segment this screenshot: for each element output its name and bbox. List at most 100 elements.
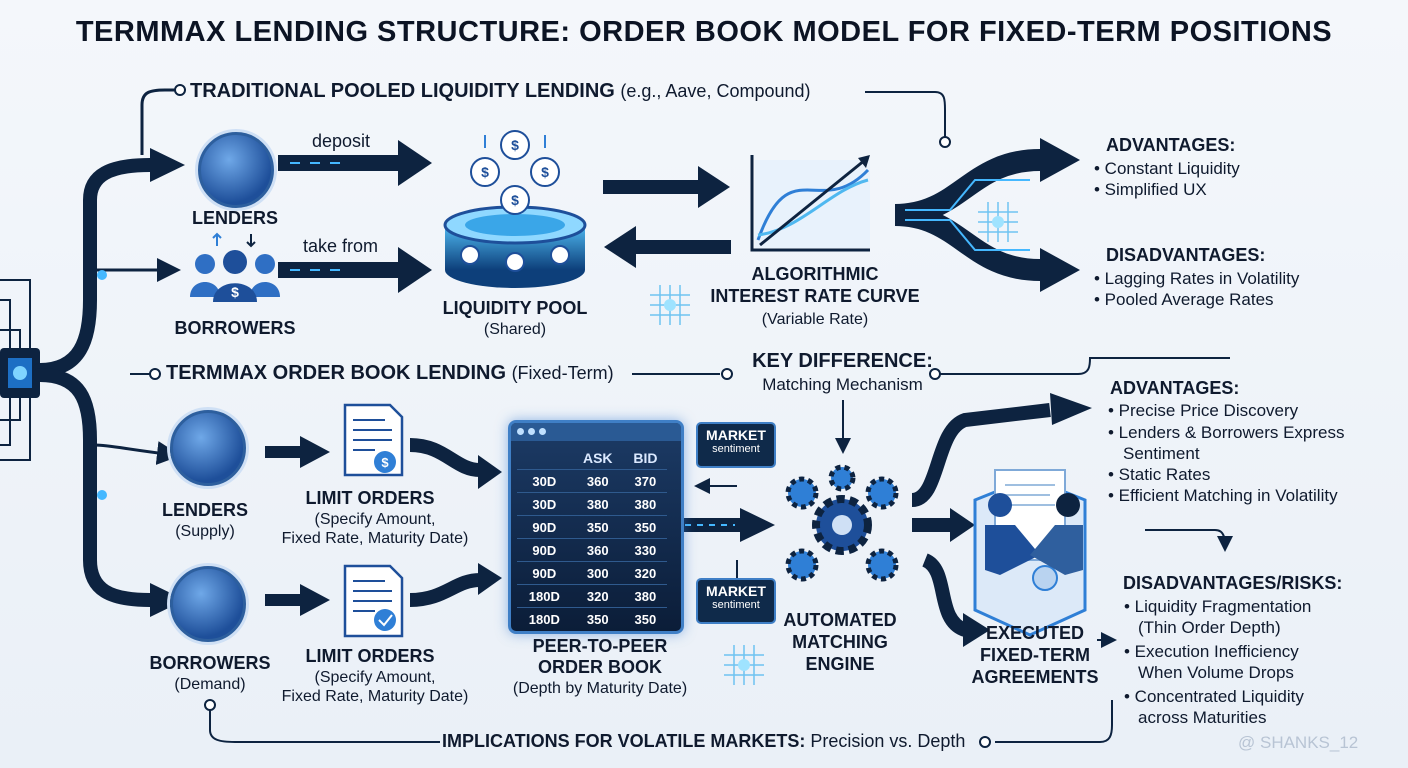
termmax-advantage-item: • Efficient Matching in Volatility: [1108, 486, 1338, 505]
term-cell: 90D: [517, 561, 572, 585]
traditional-heading-text: TRADITIONAL POOLED LIQUIDITY LENDING: [190, 80, 615, 102]
termmax-advantages-title: ADVANTAGES:: [1110, 378, 1240, 398]
svg-text:$: $: [511, 192, 519, 208]
ask-cell: 380: [571, 492, 624, 516]
ask-cell: 300: [571, 561, 624, 585]
window-dot-icon: [528, 428, 535, 435]
implications-bold: IMPLICATIONS FOR VOLATILE MARKETS:: [442, 731, 806, 751]
svg-text:$: $: [231, 284, 239, 300]
termmax-borrowers-sub: (Demand): [174, 676, 246, 693]
termmax-lenders-label: LENDERS: [161, 500, 248, 520]
termmax-risk-item: • Concentrated Liquidity: [1124, 687, 1304, 706]
term-cell: 90D: [517, 538, 572, 562]
term-cell: 180D: [517, 584, 572, 608]
traditional-disadvantage-item: • Lagging Rates in Volatility: [1094, 269, 1300, 288]
traditional-heading-sub: (e.g., Aave, Compound): [620, 81, 811, 101]
term-cell: 90D: [517, 515, 572, 539]
ask-cell: 320: [571, 584, 624, 608]
pool-title: LIQUIDITY POOL: [442, 298, 588, 318]
curve-subtitle: (Variable Rate): [761, 311, 869, 328]
svg-text:$: $: [381, 455, 389, 470]
pool-subtitle: (Shared): [483, 321, 547, 338]
termmax-risk-item: • Liquidity Fragmentation: [1124, 597, 1312, 616]
window-dot-icon: [539, 428, 546, 435]
term-cell: 30D: [517, 469, 572, 493]
watermark-text: @ SHANKS_12: [1238, 733, 1359, 752]
lender-person-icon: [170, 410, 246, 486]
bid-cell: 320: [623, 561, 667, 585]
termmax-advantage-item: Sentiment: [1123, 444, 1200, 463]
limit-orders-borrowers-sub-1: (Specify Amount,: [314, 669, 436, 686]
engine-title-1: AUTOMATED: [783, 610, 897, 630]
term-cell: 180D: [517, 607, 572, 630]
limit-orders-lenders-sub-1: (Specify Amount,: [314, 511, 436, 528]
traditional-advantage-item: • Simplified UX: [1094, 180, 1207, 199]
order-book-title-1: PEER-TO-PEER: [532, 636, 668, 656]
bid-cell: 380: [623, 584, 667, 608]
executed-title-2: FIXED-TERM: [980, 645, 1090, 665]
bid-cell: 330: [623, 538, 667, 562]
order-book-header-bid: BID: [633, 450, 658, 466]
key-difference-title: KEY DIFFERENCE:: [752, 350, 933, 372]
borrower-person-icon: [170, 566, 246, 642]
sentiment-label: sentiment: [712, 599, 760, 611]
ask-cell: 350: [571, 607, 624, 630]
page-title: TERMMAX LENDING STRUCTURE: ORDER BOOK MO…: [75, 16, 1333, 48]
liquidity-pool-icon: $$$$: [443, 130, 587, 288]
ask-cell: 360: [571, 469, 624, 493]
svg-text:$: $: [511, 137, 519, 153]
order-book-header-ask: ASK: [582, 450, 613, 466]
handshake-agreement-icon: [973, 469, 1087, 637]
termmax-risk-item: When Volume Drops: [1138, 663, 1294, 682]
termmax-advantage-item: • Static Rates: [1108, 465, 1211, 484]
traditional-lenders-label: LENDERS: [191, 208, 278, 228]
engine-title-2: MATCHING: [792, 632, 888, 652]
bid-cell: 350: [623, 607, 667, 630]
market-label: MARKET: [706, 427, 766, 443]
termmax-risk-item: • Execution Inefficiency: [1124, 642, 1299, 661]
section-traditional-heading: TRADITIONAL POOLED LIQUIDITY LENDING (e.…: [190, 80, 811, 103]
ask-cell: 350: [571, 515, 624, 539]
take-from-label: take from: [303, 236, 379, 256]
engine-title-3: ENGINE: [805, 654, 875, 674]
key-difference-subtitle: Matching Mechanism: [762, 375, 923, 394]
curve-title-line-1: ALGORITHMIC: [751, 264, 879, 284]
curve-title-line-2: INTEREST RATE CURVE: [710, 286, 920, 306]
bid-cell: 350: [623, 515, 667, 539]
traditional-advantages-title: ADVANTAGES:: [1106, 135, 1236, 155]
termmax-borrowers-label: BORROWERS: [149, 653, 271, 673]
lenders-coins-icon: [198, 132, 274, 208]
svg-text:$: $: [481, 164, 489, 180]
market-label: MARKET: [706, 583, 766, 599]
termmax-lenders-sub: (Supply): [175, 523, 235, 540]
market-sentiment-tag: MARKET sentiment: [696, 578, 776, 624]
borrowers-group-icon: $: [190, 232, 280, 302]
termmax-advantage-item: • Precise Price Discovery: [1108, 401, 1299, 420]
traditional-disadvantage-item: • Pooled Average Rates: [1094, 290, 1274, 309]
termmax-advantage-item: • Lenders & Borrowers Express: [1108, 423, 1345, 442]
term-cell: 30D: [517, 492, 572, 516]
limit-orders-borrowers-title: LIMIT ORDERS: [305, 646, 435, 666]
order-book-titlebar: [511, 423, 681, 441]
implications-rest: Precision vs. Depth: [810, 731, 966, 751]
executed-title-1: EXECUTED: [985, 623, 1084, 643]
traditional-advantage-item: • Constant Liquidity: [1094, 159, 1240, 178]
termmax-heading-text: TERMMAX ORDER BOOK LENDING: [166, 362, 506, 384]
implications-footer: IMPLICATIONS FOR VOLATILE MARKETS: Preci…: [442, 731, 965, 752]
order-book-title-2: ORDER BOOK: [537, 657, 662, 677]
order-book-subtitle: (Depth by Maturity Date): [512, 680, 688, 697]
termmax-risk-item: (Thin Order Depth): [1138, 618, 1281, 637]
market-sentiment-tag: MARKET sentiment: [696, 422, 776, 468]
limit-orders-lenders-title: LIMIT ORDERS: [305, 488, 435, 508]
termmax-risk-item: across Maturities: [1138, 708, 1267, 727]
bid-cell: 370: [623, 469, 667, 493]
interest-rate-curve-icon: [750, 155, 870, 252]
